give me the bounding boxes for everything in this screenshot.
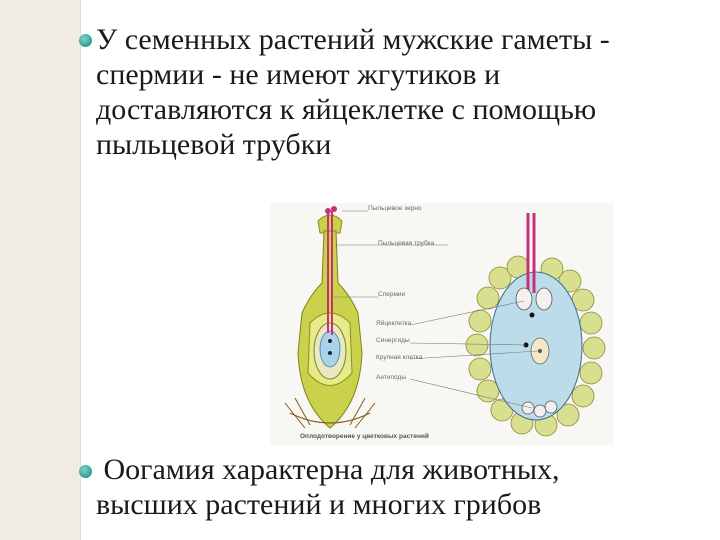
- bullet-1-line-2: спермии - не имеют жгутиков и: [96, 58, 501, 91]
- fertilization-diagram: Пыльцевое зерно Пыльцевая трубка Спермии…: [270, 203, 614, 445]
- embryo-sac-drawing: [465, 213, 606, 437]
- figure-caption: Оплодотворение у цветковых растений: [300, 433, 429, 440]
- bullet-2-line-2: высших растений и многих грибов: [96, 488, 542, 521]
- label-sperms: Спермии: [378, 291, 406, 298]
- bullet-1-line-3: доставляются к яйцеклетке с помощью: [96, 93, 597, 126]
- label-pollen-tube: Пыльцевая трубка: [378, 240, 435, 247]
- bullet-1-line-4: пыльцевой трубки: [96, 128, 332, 161]
- label-central-cell: Крупная клетка: [376, 354, 423, 361]
- label-egg: Яйцеклетка: [376, 320, 412, 327]
- bullet-1-line-1: У семенных растений мужские гаметы -: [96, 23, 610, 56]
- bullet-icon: [79, 34, 92, 47]
- pistil-drawing: [284, 206, 376, 429]
- label-synergids: Синергиды: [376, 337, 410, 344]
- label-pollen-grain: Пыльцевое зерно: [368, 205, 422, 212]
- slide-left-bar: [0, 0, 81, 540]
- bullet-text-2: Оогамия характерна для животных, высших …: [96, 452, 696, 522]
- bullet-2-line-1: Оогамия характерна для животных,: [96, 453, 560, 486]
- label-antipodes: Антиподы: [376, 374, 406, 381]
- bullet-icon: [79, 465, 92, 478]
- bullet-text-1: У семенных растений мужские гаметы - спе…: [96, 22, 711, 162]
